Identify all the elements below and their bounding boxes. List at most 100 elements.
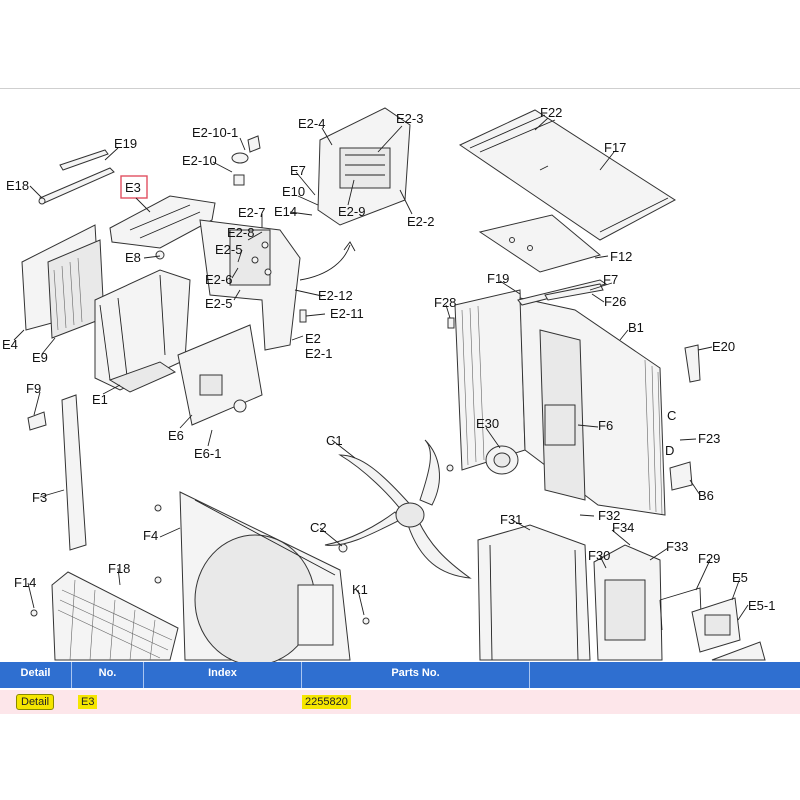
callout-f31: F31 <box>500 512 522 527</box>
callout-f17: F17 <box>604 140 626 155</box>
part-f14[interactable] <box>30 609 38 617</box>
callout-e1: E1 <box>92 392 108 407</box>
callout-f9: F9 <box>26 381 41 396</box>
part-e6-plate[interactable] <box>177 324 263 426</box>
callout-e2-10: E2-10 <box>182 153 217 168</box>
callout-c2: C2 <box>310 520 327 535</box>
part-k1-screw[interactable] <box>362 617 370 625</box>
callout-e6: E6 <box>168 428 184 443</box>
parts-no-value: 2255820 <box>302 695 351 709</box>
exploded-parts-diagram: E19 E18 E3 E2-10-1 E2-10 E2-4 E2-3 E7 E1… <box>2 105 775 662</box>
callout-f34: F34 <box>612 520 634 535</box>
callout-e2-10-1: E2-10-1 <box>192 125 238 140</box>
part-e30-motor[interactable] <box>485 445 519 475</box>
callout-f30: F30 <box>588 548 610 563</box>
part-b6[interactable] <box>669 461 693 491</box>
callout-b1: B1 <box>628 320 644 335</box>
part-f12-plate[interactable] <box>478 214 602 273</box>
callout-f18: F18 <box>108 561 130 576</box>
callout-e18: E18 <box>6 178 29 193</box>
callout-e2-1: E2-1 <box>305 346 332 361</box>
part-f4-front-panel[interactable] <box>179 491 351 662</box>
callout-f32: F32 <box>598 508 620 523</box>
callout-d: D <box>665 443 674 458</box>
col-index: Index <box>144 662 302 688</box>
callout-e2: E2 <box>305 331 321 346</box>
table-row[interactable]: Detail E3 2255820 <box>0 690 800 714</box>
part-f6[interactable] <box>544 404 576 446</box>
callout-e4: E4 <box>2 337 18 352</box>
part-f17-top-panel[interactable] <box>458 109 676 241</box>
callout-e10: E10 <box>282 184 305 199</box>
callout-f6: F6 <box>598 418 613 433</box>
callout-f12: F12 <box>610 249 632 264</box>
callout-e30: E30 <box>476 416 499 431</box>
callout-e3[interactable]: E3 <box>125 180 141 195</box>
callout-f28: F28 <box>434 295 456 310</box>
part-e4-panel[interactable] <box>21 224 105 339</box>
callout-f29: F29 <box>698 551 720 566</box>
part-e1-frame[interactable] <box>94 269 191 393</box>
part-e2-11[interactable] <box>299 309 307 323</box>
col-no: No. <box>72 662 144 688</box>
part-e5-box[interactable] <box>691 597 766 661</box>
part-f30-f34-frame[interactable] <box>593 544 663 661</box>
top-divider <box>0 88 800 89</box>
detail-button[interactable]: Detail <box>16 694 55 710</box>
callout-e2-3: E2-3 <box>396 111 423 126</box>
callout-f23: F23 <box>698 431 720 446</box>
callout-e2-5-a: E2-5 <box>215 242 242 257</box>
part-f9[interactable] <box>27 411 47 431</box>
col-extra <box>530 662 800 688</box>
callout-e7: E7 <box>290 163 306 178</box>
part-c2[interactable] <box>338 543 348 553</box>
part-e3-cover[interactable] <box>109 195 216 249</box>
part-f31-side-panel[interactable] <box>477 524 591 661</box>
callout-e2-4: E2-4 <box>298 116 325 131</box>
part-c1-fan[interactable] <box>324 439 472 579</box>
part-e2-2-module[interactable] <box>317 107 411 226</box>
callout-e2-7: E2-7 <box>238 205 265 220</box>
callout-e2-8: E2-8 <box>227 225 254 240</box>
callout-f33: F33 <box>666 539 688 554</box>
part-e2-board[interactable] <box>199 219 301 351</box>
callout-e5-1: E5-1 <box>748 598 775 613</box>
callout-e2-6: E2-6 <box>205 272 232 287</box>
callout-e19: E19 <box>114 136 137 151</box>
callout-c: C <box>667 408 676 423</box>
col-parts-no: Parts No. <box>302 662 530 688</box>
col-detail: Detail <box>0 662 72 688</box>
callout-e8: E8 <box>125 250 141 265</box>
callout-e2-11: E2-11 <box>330 306 364 321</box>
callout-b6: B6 <box>698 488 714 503</box>
part-e2-10[interactable] <box>231 135 261 186</box>
callout-f4: F4 <box>143 528 158 543</box>
callout-e9: E9 <box>32 350 48 365</box>
arrow-e2 <box>299 244 351 281</box>
part-f18-grille[interactable] <box>51 571 179 661</box>
parts-table-header: Detail No. Index Parts No. <box>0 662 800 688</box>
callout-k1: K1 <box>352 582 368 597</box>
callout-e2-9: E2-9 <box>338 204 365 219</box>
callout-e2-5-b: E2-5 <box>205 296 232 311</box>
callout-e14: E14 <box>274 204 297 219</box>
callout-f22: F22 <box>540 105 562 120</box>
callout-f7: F7 <box>603 272 618 287</box>
callout-f26: F26 <box>604 294 626 309</box>
callout-f14: F14 <box>14 575 36 590</box>
selected-part-box <box>120 175 148 199</box>
callout-e2-2: E2-2 <box>407 214 434 229</box>
callout-f19: F19 <box>487 271 509 286</box>
callout-e2-12: E2-12 <box>318 288 353 303</box>
part-f3-post[interactable] <box>61 394 87 551</box>
part-f28[interactable] <box>447 317 455 329</box>
callout-e20: E20 <box>712 339 735 354</box>
callout-f3: F3 <box>32 490 47 505</box>
leader-lines <box>13 117 749 621</box>
part-f19-bar[interactable] <box>517 279 608 306</box>
part-e18-e19-bar[interactable] <box>38 149 115 205</box>
part-e8[interactable] <box>155 250 165 260</box>
part-e20[interactable] <box>684 344 701 383</box>
callout-c1: C1 <box>326 433 343 448</box>
part-number-no: E3 <box>78 695 98 709</box>
